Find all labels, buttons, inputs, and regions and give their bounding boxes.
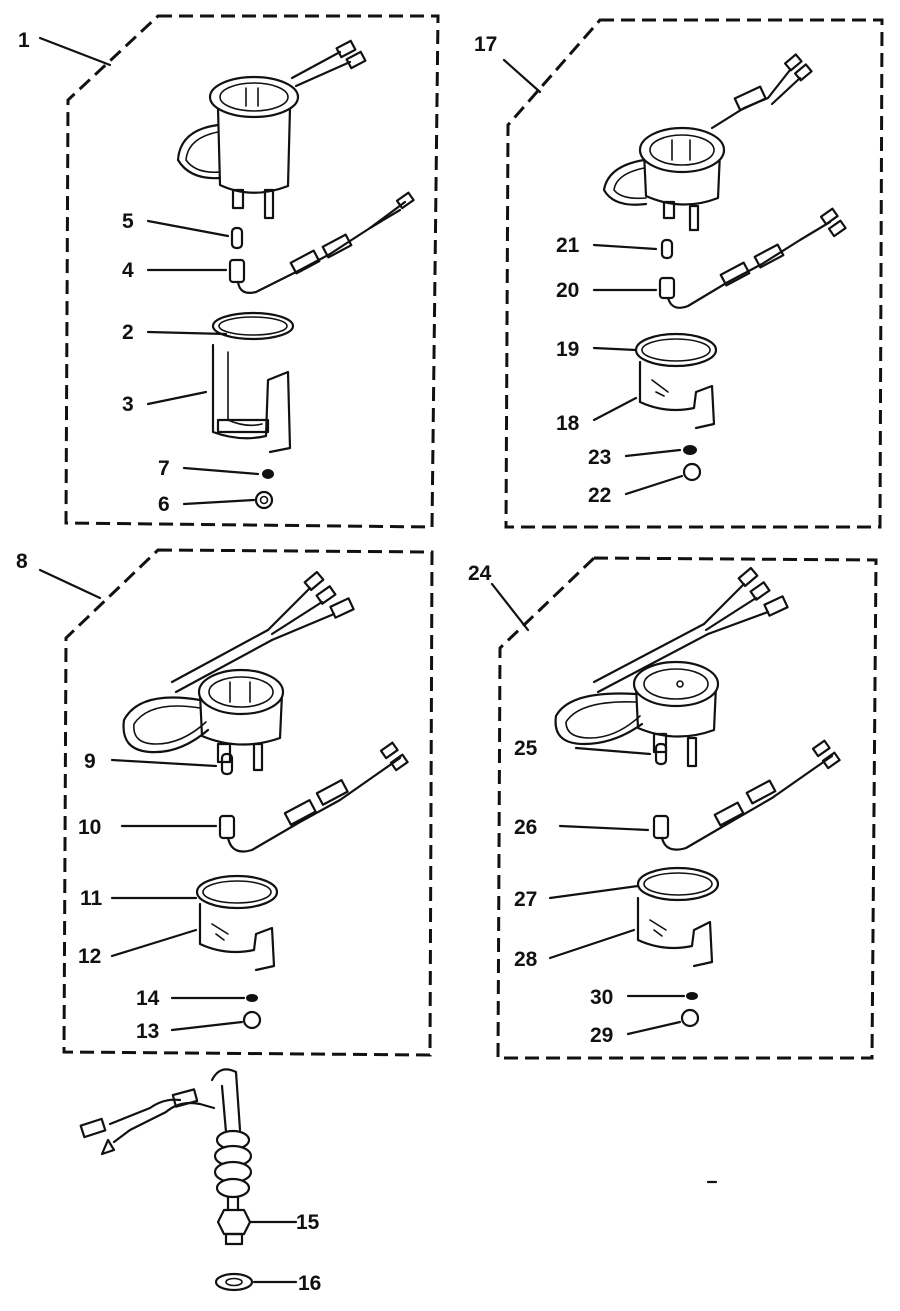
callout-14: 14	[136, 987, 160, 1010]
callout-10: 10	[78, 816, 101, 839]
socket-wire-20	[658, 207, 847, 309]
bulb-21	[660, 238, 674, 260]
callout-6: 6	[158, 493, 170, 516]
assembly-group-8: 8 9 10	[16, 548, 434, 1057]
callout-21: 21	[556, 234, 580, 257]
callout-7: 7	[158, 457, 170, 480]
socket-wire-4	[228, 191, 415, 294]
bracket-12	[198, 902, 276, 972]
gauge-17	[602, 53, 813, 232]
callout-22: 22	[588, 484, 611, 507]
sender-assembly: 15 16	[79, 1068, 321, 1295]
group-8-border	[62, 548, 434, 1057]
callout-30: 30	[590, 986, 613, 1009]
group-24-label: 24	[468, 562, 492, 585]
callout-12: 12	[78, 945, 101, 968]
callout-29: 29	[590, 1024, 613, 1047]
assembly-group-1: 1 5 4	[18, 14, 440, 529]
ring-27	[636, 866, 720, 902]
washer-7	[262, 469, 274, 479]
assembly-group-17: 17 21 20	[474, 18, 884, 529]
sender-unit-15	[79, 1068, 253, 1246]
callout-27: 27	[514, 888, 537, 911]
nut-22	[682, 462, 702, 482]
callout-19: 19	[556, 338, 579, 361]
socket-wire-26	[652, 739, 841, 851]
group-24-border	[496, 556, 878, 1060]
callout-28: 28	[514, 948, 538, 971]
bracket-18	[638, 360, 716, 430]
bracket-28	[636, 896, 714, 968]
washer-30	[686, 992, 698, 1000]
callout-13: 13	[136, 1020, 159, 1043]
callout-18: 18	[556, 412, 580, 435]
callout-15: 15	[296, 1211, 320, 1234]
gauge-24	[554, 566, 789, 768]
gauge-8	[122, 570, 355, 772]
callout-4: 4	[122, 259, 134, 282]
callout-23: 23	[588, 446, 611, 469]
ring-11	[195, 874, 279, 910]
nut-6	[254, 490, 274, 510]
callout-26: 26	[514, 816, 537, 839]
group-1-border	[64, 14, 440, 529]
callout-5: 5	[122, 210, 134, 233]
bulb-9	[220, 752, 234, 776]
ring-2	[211, 311, 295, 341]
washer-23	[683, 445, 697, 455]
callout-20: 20	[556, 279, 579, 302]
callout-25: 25	[514, 737, 538, 760]
callout-2: 2	[122, 321, 134, 344]
bulb-5	[230, 226, 244, 250]
nut-13	[242, 1010, 262, 1030]
callout-16: 16	[298, 1272, 321, 1295]
bulb-25	[654, 742, 668, 766]
assembly-group-24: 24 25 26	[468, 556, 878, 1060]
bracket-3	[211, 343, 292, 454]
washer-14	[246, 994, 258, 1002]
nut-29	[680, 1008, 700, 1028]
callout-11: 11	[80, 887, 103, 910]
socket-wire-10	[218, 741, 409, 853]
gasket-16	[214, 1272, 254, 1292]
gauge-1	[176, 39, 367, 220]
group-1-label: 1	[18, 29, 30, 52]
group-8-label: 8	[16, 550, 28, 573]
callout-3: 3	[122, 393, 134, 416]
callout-9: 9	[84, 750, 96, 773]
group-17-label: 17	[474, 33, 497, 56]
group-17-border	[504, 18, 884, 529]
